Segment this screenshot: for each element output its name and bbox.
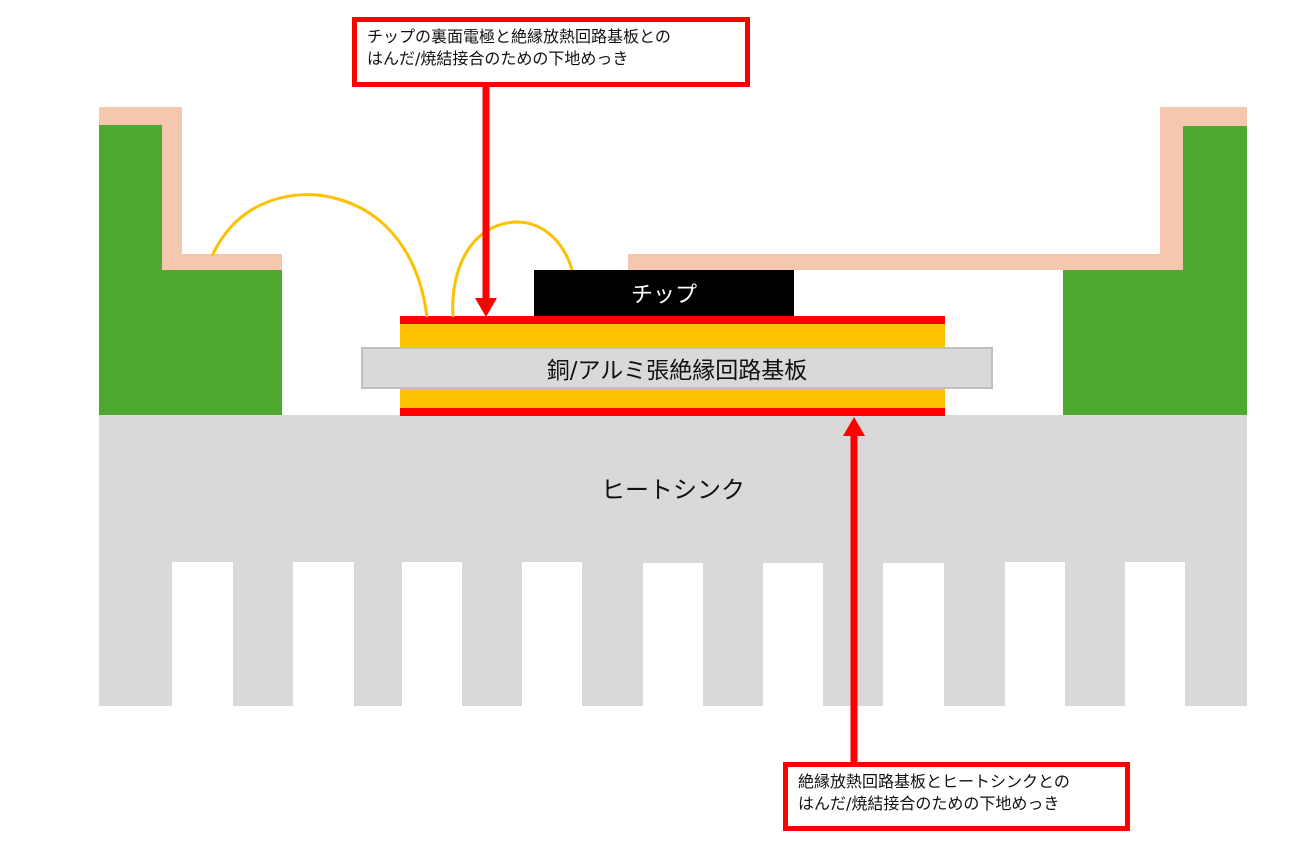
fin-gap (522, 562, 582, 706)
bottom-plating-layer (400, 408, 945, 416)
top-callout-line2: はんだ/焼結接合のための下地めっき (367, 49, 629, 68)
top-arrow-head-icon (475, 298, 497, 317)
left-lid-ledge (162, 254, 282, 270)
chip: チップ (534, 270, 794, 316)
bond-wire-1 (210, 193, 429, 318)
fin-gap (402, 562, 462, 706)
fin-gap (1125, 562, 1185, 706)
fin-gap (172, 562, 233, 706)
fin-gap (763, 563, 823, 706)
right-housing-upper (1183, 126, 1247, 270)
circuit-board-label: 銅/アルミ張絶縁回路基板 (546, 358, 808, 384)
lid-ledge-right (628, 254, 1183, 270)
top-callout-line1: チップの裏面電極と絶縁放熱回路基板との (367, 27, 671, 46)
fin-gap (293, 562, 354, 706)
bottom-callout-line2: はんだ/焼結接合のための下地めっき (798, 794, 1060, 813)
left-lid-vertical (162, 125, 182, 270)
fin-gap (643, 563, 703, 706)
fin-gap (883, 563, 944, 706)
left-housing-upper (99, 125, 162, 270)
bottom-callout: 絶縁放熱回路基板とヒートシンクとの はんだ/焼結接合のための下地めっき (783, 762, 1130, 831)
bond-wire-2 (451, 220, 574, 318)
right-lid-vertical (1160, 126, 1183, 270)
bottom-callout-line1: 絶縁放熱回路基板とヒートシンクとの (798, 772, 1070, 791)
chip-label: チップ (630, 283, 697, 308)
heat-sink-label: ヒートシンク (601, 476, 745, 504)
left-housing-lower (99, 270, 282, 415)
right-lid-top (1160, 107, 1247, 126)
insulated-circuit-board: 銅/アルミ張絶縁回路基板 (361, 347, 993, 389)
top-plating-layer (400, 316, 945, 324)
top-callout: チップの裏面電極と絶縁放熱回路基板との はんだ/焼結接合のための下地めっき (352, 17, 750, 87)
right-housing-lower (1063, 270, 1247, 415)
fin-gap (1005, 562, 1065, 706)
left-lid-top (99, 107, 182, 125)
bottom-arrow-head-icon (843, 417, 865, 436)
